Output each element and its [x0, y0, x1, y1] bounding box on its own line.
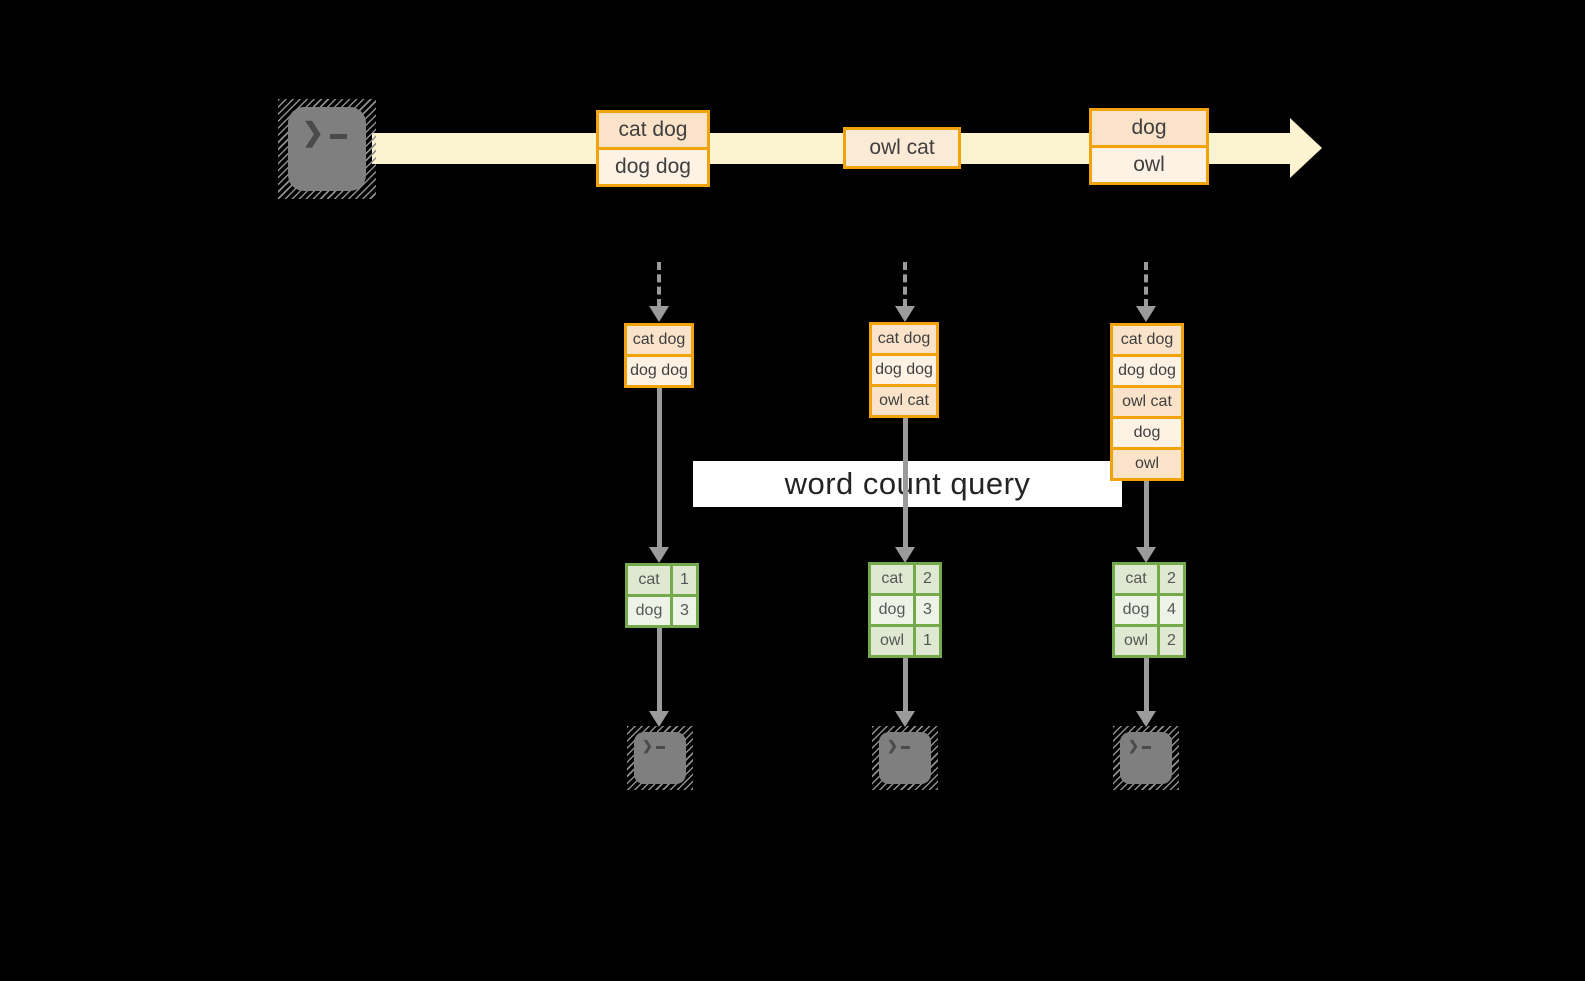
table-count-cell: 3	[916, 596, 939, 624]
consumer-terminal-3-icon: ❯	[1113, 726, 1179, 790]
table-word-cell: owl	[1115, 627, 1157, 655]
ingest-arrow-3-head-icon	[1136, 306, 1156, 322]
batch-line: dog dog	[599, 150, 707, 184]
output-arrow-2-line	[903, 658, 908, 711]
stack-cell: cat dog	[872, 325, 936, 353]
output-arrow-3-head-icon	[1136, 711, 1156, 727]
stack-cell: dog dog	[627, 357, 691, 385]
table-count-cell: 2	[916, 565, 939, 593]
terminal-screen: ❯	[1120, 732, 1172, 784]
output-arrow-1-line	[657, 628, 662, 711]
stack-cell: owl	[1113, 450, 1181, 478]
table-word-cell: dog	[871, 596, 913, 624]
output-arrow-3-line	[1144, 658, 1149, 711]
query-arrow-3-line	[1144, 481, 1149, 547]
query-arrow-2-head-icon	[895, 547, 915, 563]
ingest-arrow-1-head-icon	[649, 306, 669, 322]
batch-line: owl cat	[846, 130, 958, 166]
stack-cell: owl cat	[1113, 388, 1181, 416]
table-word-cell: dog	[628, 597, 670, 625]
query-arrow-2-line	[903, 418, 908, 547]
ingest-arrow-3-line	[1144, 262, 1148, 307]
prompt-chevron: ❯	[1128, 738, 1139, 753]
terminal-screen: ❯	[879, 732, 931, 784]
table-word-cell: owl	[871, 627, 913, 655]
prompt-chevron: ❯	[887, 738, 898, 753]
terminal-prompt-icon: ❯	[642, 739, 665, 752]
stream-arrowhead-right-icon	[1290, 118, 1322, 178]
table-word-cell: dog	[1115, 596, 1157, 624]
terminal-prompt-icon: ❯	[1128, 739, 1151, 752]
terminal-screen: ❯	[634, 732, 686, 784]
terminal-screen: ❯	[288, 107, 366, 191]
table-word-cell: cat	[871, 565, 913, 593]
ingest-arrow-2-line	[903, 262, 907, 307]
stack-cell: dog	[1113, 419, 1181, 447]
stack-cell: cat dog	[627, 326, 691, 354]
terminal-prompt-icon: ❯	[302, 119, 347, 145]
prompt-underscore	[329, 134, 347, 139]
query-arrow-3-head-icon	[1136, 547, 1156, 563]
accumulated-stack-2: cat dog dog dog owl cat	[869, 322, 939, 418]
word-count-table-2: cat 2 dog 3 owl 1	[868, 562, 942, 658]
stream-batch-1: cat dog dog dog	[596, 110, 710, 187]
table-count-cell: 2	[1160, 565, 1183, 593]
output-arrow-2-head-icon	[895, 711, 915, 727]
stack-cell: cat dog	[1113, 326, 1181, 354]
ingest-arrow-2-head-icon	[895, 306, 915, 322]
prompt-chevron: ❯	[642, 738, 653, 753]
stack-cell: dog dog	[872, 356, 936, 384]
query-arrow-1-line	[657, 388, 662, 547]
output-arrow-1-head-icon	[649, 711, 669, 727]
stack-cell: dog dog	[1113, 357, 1181, 385]
batch-line: dog	[1092, 111, 1206, 145]
table-word-cell: cat	[1115, 565, 1157, 593]
stream-batch-2: owl cat	[843, 127, 961, 169]
table-count-cell: 1	[673, 566, 696, 594]
prompt-underscore	[655, 746, 665, 749]
query-arrow-1-head-icon	[649, 547, 669, 563]
ingest-arrow-1-line	[657, 262, 661, 307]
batch-line: owl	[1092, 148, 1206, 182]
word-count-table-1: cat 1 dog 3	[625, 563, 699, 628]
word-count-table-3: cat 2 dog 4 owl 2	[1112, 562, 1186, 658]
stream-batch-3: dog owl	[1089, 108, 1209, 185]
table-count-cell: 2	[1160, 627, 1183, 655]
table-word-cell: cat	[628, 566, 670, 594]
prompt-underscore	[900, 746, 910, 749]
stack-cell: owl cat	[872, 387, 936, 415]
terminal-prompt-icon: ❯	[887, 739, 910, 752]
prompt-underscore	[1141, 746, 1151, 749]
consumer-terminal-1-icon: ❯	[627, 726, 693, 790]
table-count-cell: 1	[916, 627, 939, 655]
accumulated-stack-3: cat dog dog dog owl cat dog owl	[1110, 323, 1184, 481]
source-terminal-icon: ❯	[278, 99, 376, 199]
accumulated-stack-1: cat dog dog dog	[624, 323, 694, 388]
table-count-cell: 3	[673, 597, 696, 625]
prompt-chevron: ❯	[302, 117, 324, 147]
consumer-terminal-2-icon: ❯	[872, 726, 938, 790]
batch-line: cat dog	[599, 113, 707, 147]
table-count-cell: 4	[1160, 596, 1183, 624]
